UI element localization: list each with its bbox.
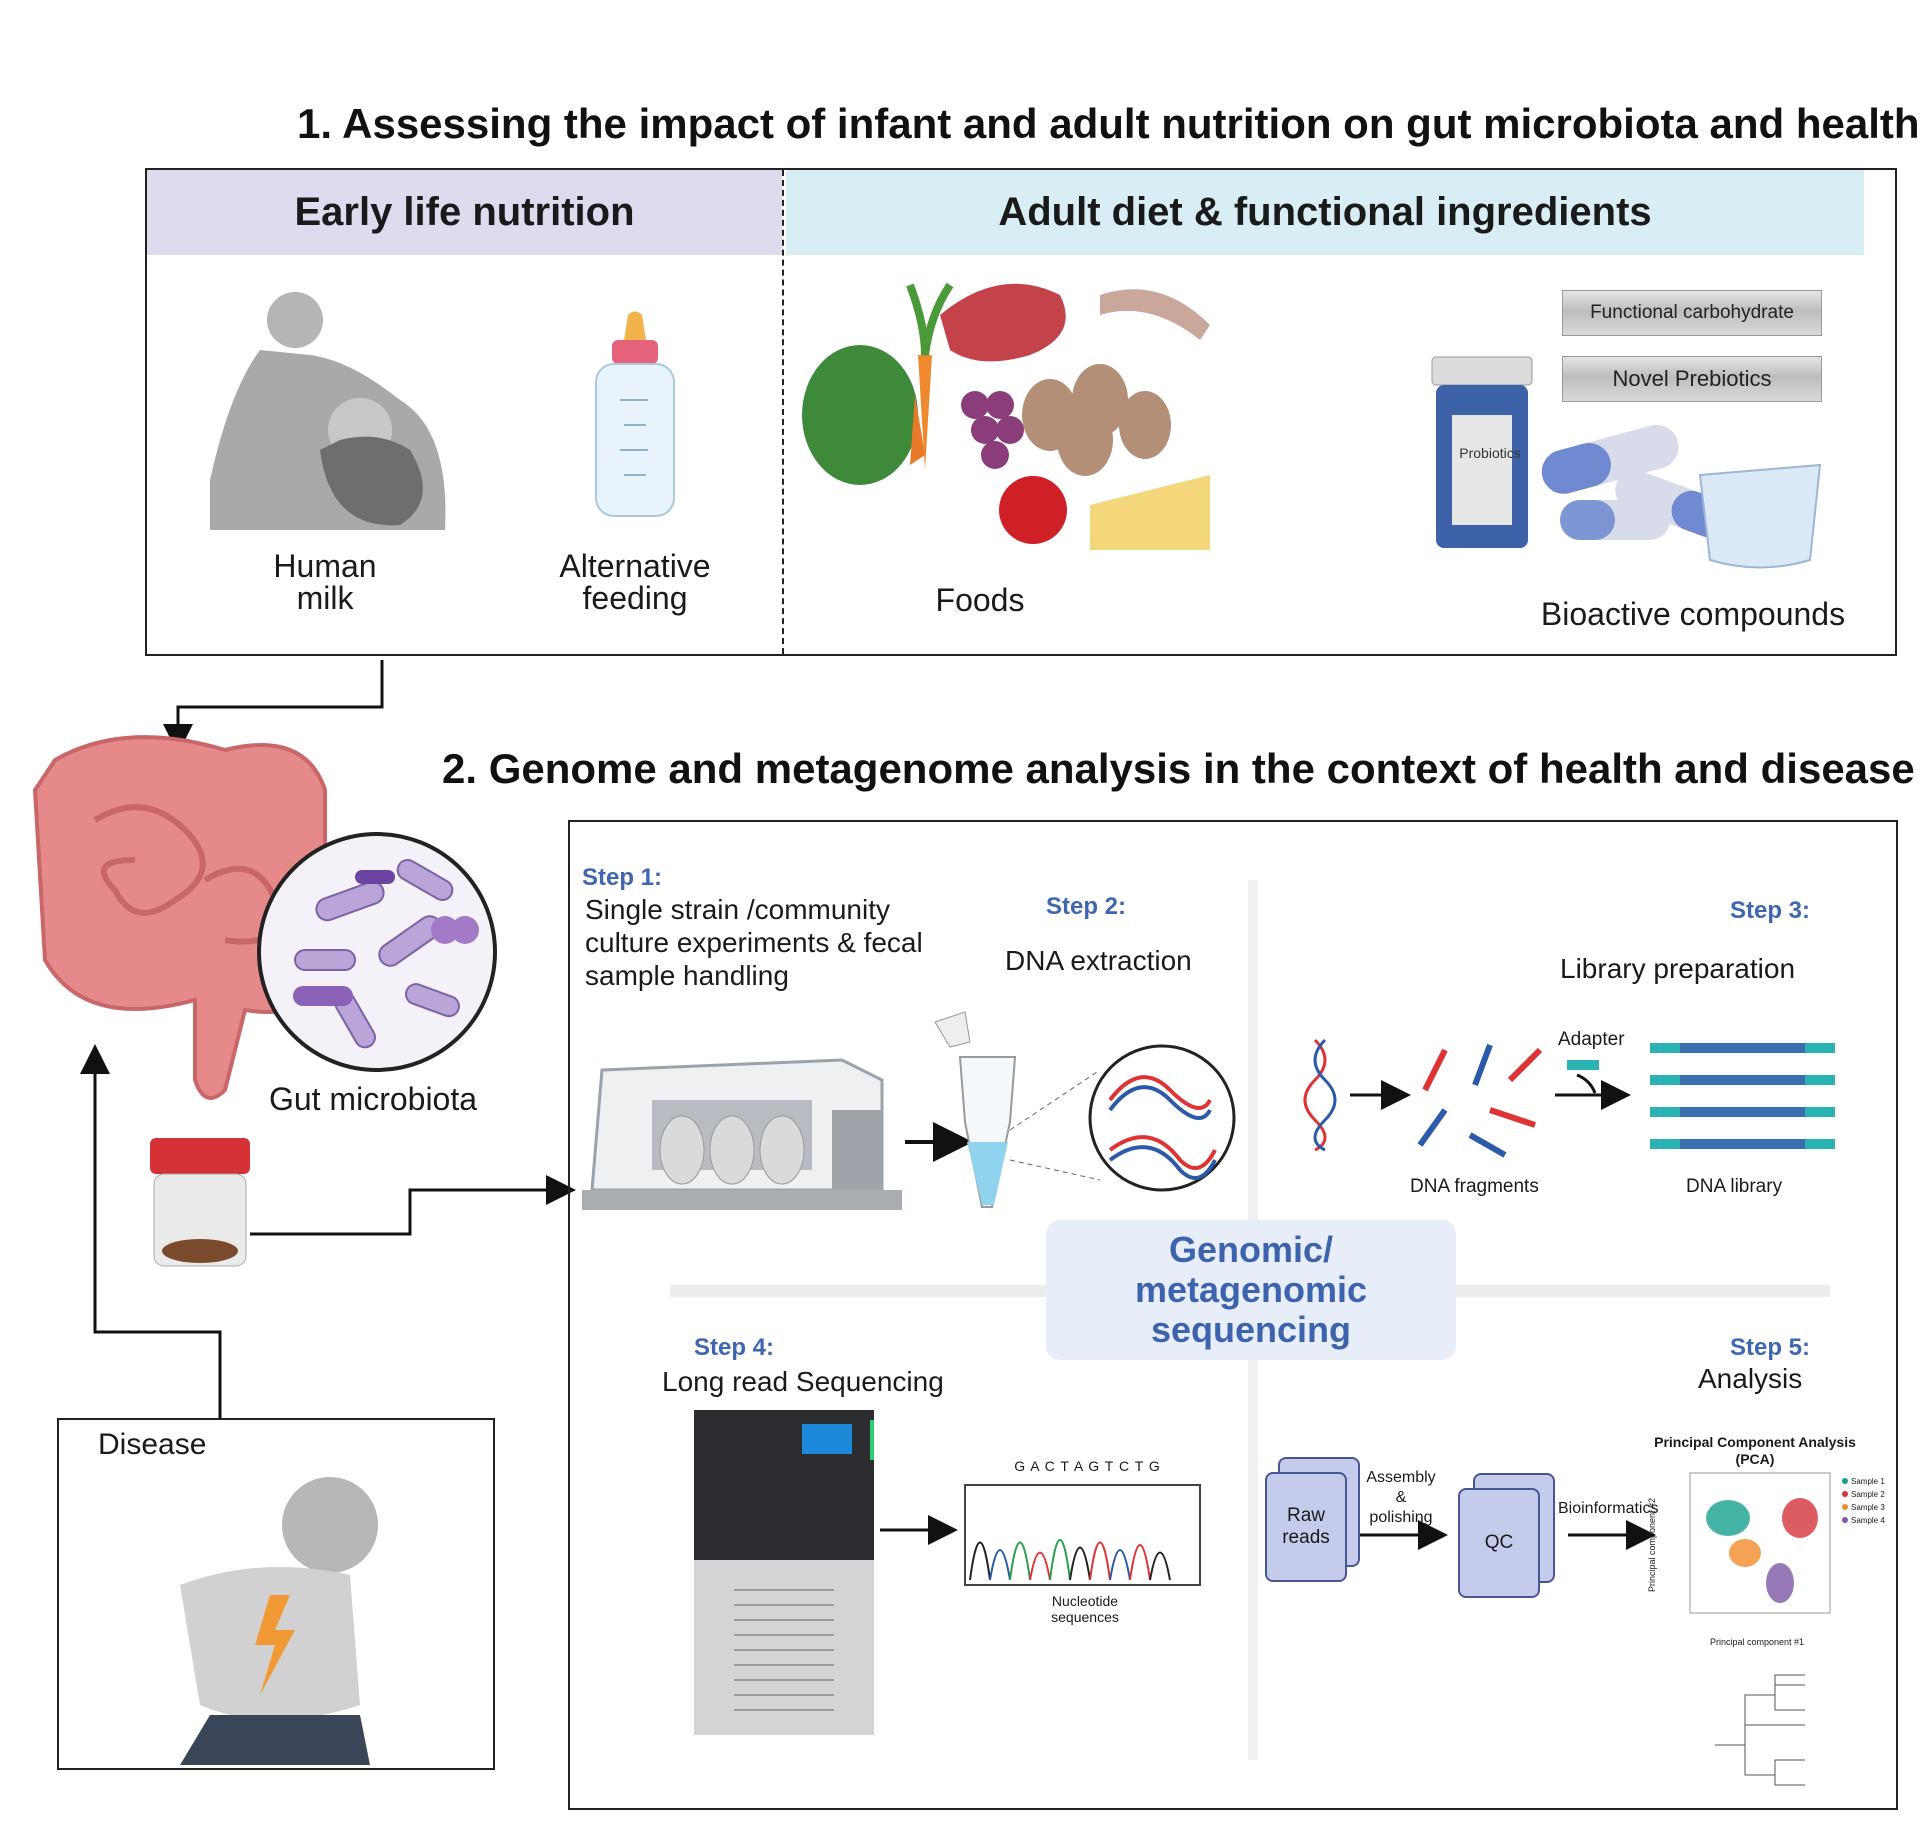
step1-text: Single strain /community culture experim…	[585, 894, 923, 991]
step5-text: Analysis	[1698, 1363, 1803, 1394]
bioinformatics-label: Bioinformatics	[1558, 1500, 1659, 1517]
alternative-feeding-label: Alternative feeding	[559, 548, 711, 616]
raw-reads-card: Raw reads	[1265, 1472, 1347, 1582]
bioactive-compounds-label: Bioactive compounds	[1540, 596, 1846, 632]
stool-sample-icon	[150, 1138, 250, 1267]
pca-x-label: Principal component #1	[1710, 1637, 1805, 1647]
section1-title: 1. Assessing the impact of infant and ad…	[297, 100, 1920, 147]
sequencing-arrow	[880, 1515, 958, 1545]
step1-label: Step 1:	[582, 864, 663, 891]
qc-card: QC	[1458, 1488, 1540, 1598]
novel-prebiotics-sachet: Novel Prebiotics	[1562, 356, 1822, 402]
baby-bottle-icon	[595, 311, 675, 517]
step3-label: Step 3:	[1730, 897, 1811, 924]
early-life-header: Early life nutrition	[147, 170, 782, 255]
library-prep-diagram	[1303, 1038, 1835, 1158]
extraction-arrow-tube	[905, 1122, 973, 1162]
microbiota-lens-icon	[257, 832, 497, 1072]
abdominal-pain-icon	[180, 1477, 378, 1765]
legend-sample-4: Sample 4	[1851, 1516, 1885, 1525]
disease-label: Disease	[98, 1428, 207, 1461]
dna-fragments-label: DNA fragments	[1410, 1176, 1539, 1197]
functional-carbohydrate-sachet: Functional carbohydrate	[1562, 290, 1822, 336]
sequencing-panel	[568, 820, 1898, 1810]
pca-y-label: Principal component #2	[1647, 1497, 1658, 1593]
step4-label: Step 4:	[694, 1334, 775, 1361]
legend-sample-3: Sample 3	[1851, 1503, 1885, 1512]
base-sequence-label: G A C T A G T C T G	[1014, 1458, 1161, 1474]
section2-title: 2. Genome and metagenome analysis in the…	[442, 745, 1915, 792]
breastfeeding-icon	[210, 292, 446, 530]
foods-icon	[802, 282, 1210, 550]
sequencer-icon	[694, 1410, 874, 1735]
bioinformatics-arrow	[1568, 1520, 1656, 1550]
human-milk-label: Human milk	[273, 548, 377, 616]
nutrition-panel	[145, 168, 1897, 656]
legend-sample-1: Sample 1	[1851, 1477, 1885, 1486]
panel-divider	[782, 170, 784, 654]
step2-label: Step 2:	[1046, 893, 1127, 920]
dna-zoom-icon	[1009, 1044, 1236, 1192]
probiotics-label: Probiotics	[1459, 445, 1521, 461]
chromatogram-icon	[964, 1484, 1201, 1586]
pca-title: Principal Component Analysis (PCA)	[1654, 1434, 1856, 1467]
capsules-icon	[1541, 424, 1822, 569]
step4-text: Long read Sequencing	[662, 1366, 944, 1397]
step3-text: Library preparation	[1560, 953, 1796, 984]
center-sequencing-label: Genomic/ metagenomic sequencing	[1046, 1220, 1456, 1360]
tube-icon	[934, 1011, 1017, 1208]
nucleotide-label: Nucleotide sequences	[1051, 1593, 1119, 1625]
dna-library-label: DNA library	[1686, 1176, 1783, 1197]
assembly-label: Assembly & polishing	[1366, 1469, 1436, 1526]
disease-box	[57, 1418, 495, 1770]
legend-sample-2: Sample 2	[1851, 1490, 1885, 1499]
probiotics-jar-icon	[1431, 356, 1533, 548]
adult-diet-header: Adult diet & functional ingredients	[786, 170, 1864, 255]
pca-legend: Sample 1 Sample 2 Sample 3 Sample 4	[1851, 1475, 1885, 1527]
adapter-label: Adapter	[1558, 1029, 1625, 1050]
assembly-arrow	[1360, 1520, 1448, 1550]
gut-microbiota-label: Gut microbiota	[268, 1081, 478, 1117]
anaerobic-chamber-icon	[582, 1058, 902, 1210]
step5-label: Step 5:	[1730, 1334, 1811, 1361]
step2-text: DNA extraction	[1005, 945, 1192, 976]
phylogenetic-tree-icon	[1715, 1674, 1805, 1786]
foods-label: Foods	[935, 582, 1025, 618]
pca-plot	[1689, 1472, 1848, 1614]
